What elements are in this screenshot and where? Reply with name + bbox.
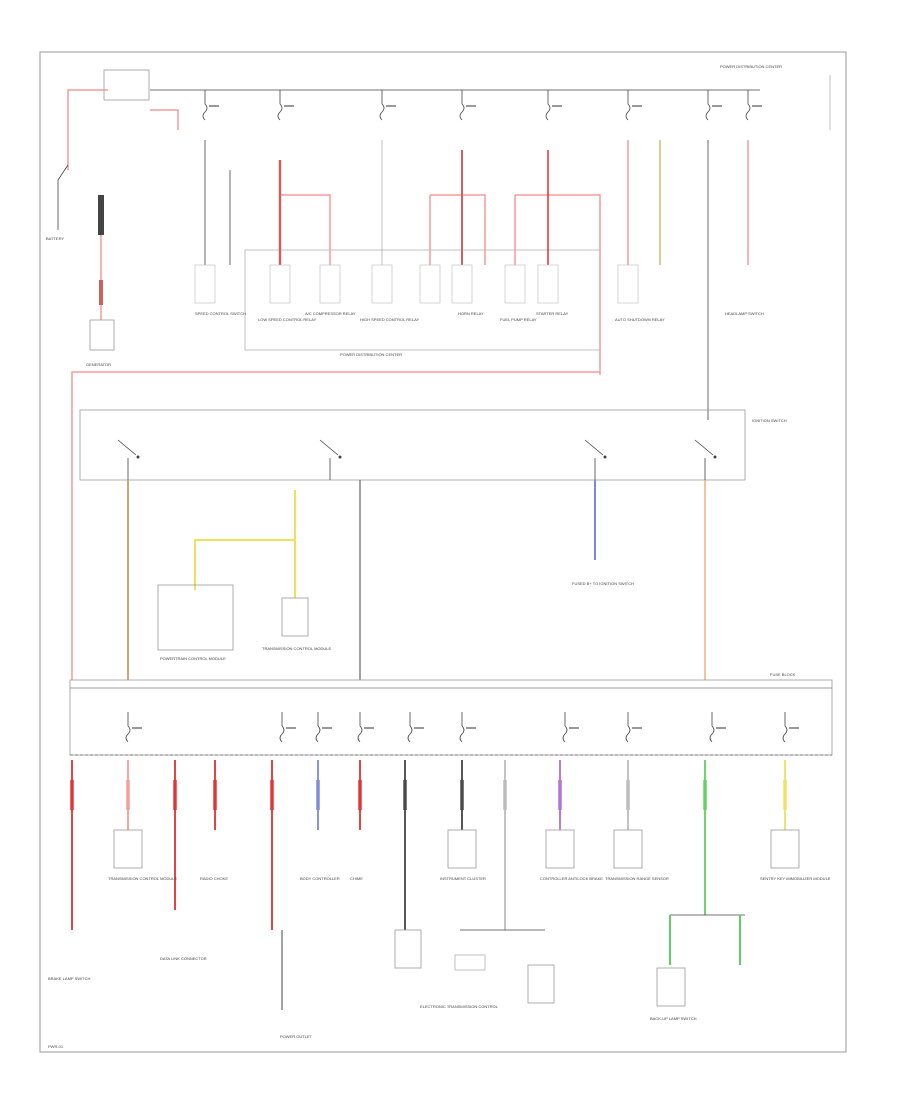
mid-load-label-1: TRANSMISSION CONTROL MODULE (262, 646, 332, 651)
switch-pivot-1 (338, 455, 342, 459)
top-fuse-0-fuse-icon (202, 103, 208, 121)
sub-load-box-a (527, 964, 555, 1004)
fuse-block-box (69, 679, 833, 756)
top-load-box-6 (504, 264, 526, 304)
top-load-label-4: HORN RELAY (458, 311, 484, 316)
top-fuse-2-fuse-icon (379, 103, 385, 121)
bottom-load-label-2: BODY CONTROLLER (300, 876, 340, 881)
top-load-label-8: HEADLAMP SWITCH (725, 311, 764, 316)
switch-contact-1 (319, 439, 339, 456)
ignition-contacts (117, 439, 717, 480)
bottom-load-box-1 (447, 829, 477, 869)
bottom-fuse-1-fuse-icon (279, 725, 285, 743)
bottom-load-box-4 (770, 829, 800, 869)
bottom-fuse-3-fuse-icon (357, 725, 363, 743)
generator-box (89, 319, 115, 351)
top-load-box-7 (537, 264, 559, 304)
top-loads: SPEED CONTROL SWITCH LOW SPEED CONTROL RE… (194, 264, 764, 322)
fuse-block-label: FUSE BLOCK (770, 672, 796, 677)
mid-load-label-0: POWERTRAIN CONTROL MODULE (160, 656, 226, 661)
top-load-label-6: STARTER RELAY (536, 311, 569, 316)
bottom-load-label-8: DATA LINK CONNECTOR (160, 956, 207, 961)
top-fuse-3-fuse-icon (459, 103, 465, 121)
bottom-fuse-2-fuse-icon (315, 725, 321, 743)
tcm-box (281, 597, 309, 637)
bottom-load-box-3 (613, 829, 643, 869)
bottom-load-label-1: RADIO CHOKE (200, 876, 228, 881)
pcm-box (157, 584, 234, 651)
top-load-label-3: HIGH SPEED CONTROL RELAY (360, 317, 419, 322)
switch-contact-2 (584, 439, 604, 456)
bottom-fuses (125, 712, 799, 743)
top-load-box-5 (451, 264, 473, 304)
bottom-load-label-4: INSTRUMENT CLUSTER (440, 876, 486, 881)
feed-wire-left (71, 371, 600, 680)
top-fuse-4-fuse-icon (545, 103, 551, 121)
diagram-frame (39, 51, 847, 1053)
top-load-box-3 (371, 264, 393, 304)
bottom-fuse-6-fuse-icon (562, 725, 568, 743)
bottom-load-label-3: CHIME (350, 876, 363, 881)
top-load-label-0: SPEED CONTROL SWITCH (195, 311, 246, 316)
bottom-fuse-4-fuse-icon (407, 725, 413, 743)
generator-label: GENERATOR (86, 362, 111, 367)
fusible-link-box (103, 69, 150, 101)
top-load-label-2: A/C COMPRESSOR RELAY (305, 311, 356, 316)
top-load-box-2 (319, 264, 341, 304)
fuse-center-mid-label: POWER DISTRIBUTION CENTER (340, 352, 402, 357)
switch-contact-3 (694, 439, 714, 456)
top-fuse-7-fuse-icon (745, 103, 751, 121)
bottom-load-label-9: BRAKE LAMP SWITCH (48, 976, 90, 981)
bottom-load-box-2 (545, 829, 575, 869)
bottom-wires (70, 760, 787, 930)
bottom-fuse-5-fuse-icon (459, 725, 465, 743)
battery-label: BATTERY (46, 236, 64, 241)
bottom-load-box-0 (113, 829, 143, 869)
top-load-box-0 (194, 264, 216, 304)
switch-pivot-0 (136, 455, 140, 459)
bottom-fuse-9-fuse-icon (782, 725, 788, 743)
bottom-load-label-6: TRANSMISSION RANGE SENSOR (605, 876, 669, 881)
bottom-load-label-7: SENTRY KEY IMMOBILIZER MODULE (760, 876, 831, 881)
top-load-box-1 (269, 264, 291, 304)
top-load-label-7: AUTO SHUTDOWN RELAY (615, 317, 665, 322)
top-load-box-4 (419, 264, 441, 304)
top-load-label-1: LOW SPEED CONTROL RELAY (258, 317, 317, 322)
top-fuses (202, 90, 762, 121)
switch-contact-0 (117, 439, 137, 456)
top-fuse-1-fuse-icon (277, 103, 283, 121)
bottom-load-label-11: ELECTRONIC TRANSMISSION CONTROL (420, 1004, 499, 1009)
switch-pivot-3 (713, 455, 717, 459)
footer-label: PWR-01 (48, 1044, 64, 1049)
ignition-switch-box (79, 409, 746, 481)
fuse-center-top-label: POWER DISTRIBUTION CENTER (720, 64, 782, 69)
bottom-load-label-12: BACK-UP LAMP SWITCH (650, 1016, 697, 1021)
wire-yellow (194, 490, 296, 590)
top-load-label-5: FUEL PUMP RELAY (500, 317, 537, 322)
bottom-load-label-10: POWER OUTLET (280, 1034, 313, 1039)
mid-load-label-2: FUSED B+ TO IGNITION SWITCH (572, 581, 634, 586)
top-fuse-5-fuse-icon (625, 103, 631, 121)
bottom-fuse-0-fuse-icon (125, 725, 131, 743)
bottom-fuse-7-fuse-icon (625, 725, 631, 743)
top-load-box-8 (617, 264, 639, 304)
top-fuse-6-fuse-icon (705, 103, 711, 121)
bottom-loads: TRANSMISSION CONTROL MODULE RADIO CHOKE BO… (48, 829, 831, 1039)
bottom-fuse-8-fuse-icon (709, 725, 715, 743)
sub-load-box-b (656, 967, 686, 1007)
switch-pivot-2 (603, 455, 607, 459)
battery-generator-group: BATTERY GENERATOR (46, 69, 190, 367)
bottom-load-label-5: CONTROLLER ANTILOCK BRAKE (540, 876, 603, 881)
sub-load-box-c (394, 929, 422, 969)
ignition-switch-label: IGNITION SWITCH (752, 418, 787, 423)
bottom-load-label-0: TRANSMISSION CONTROL MODULE (108, 876, 178, 881)
